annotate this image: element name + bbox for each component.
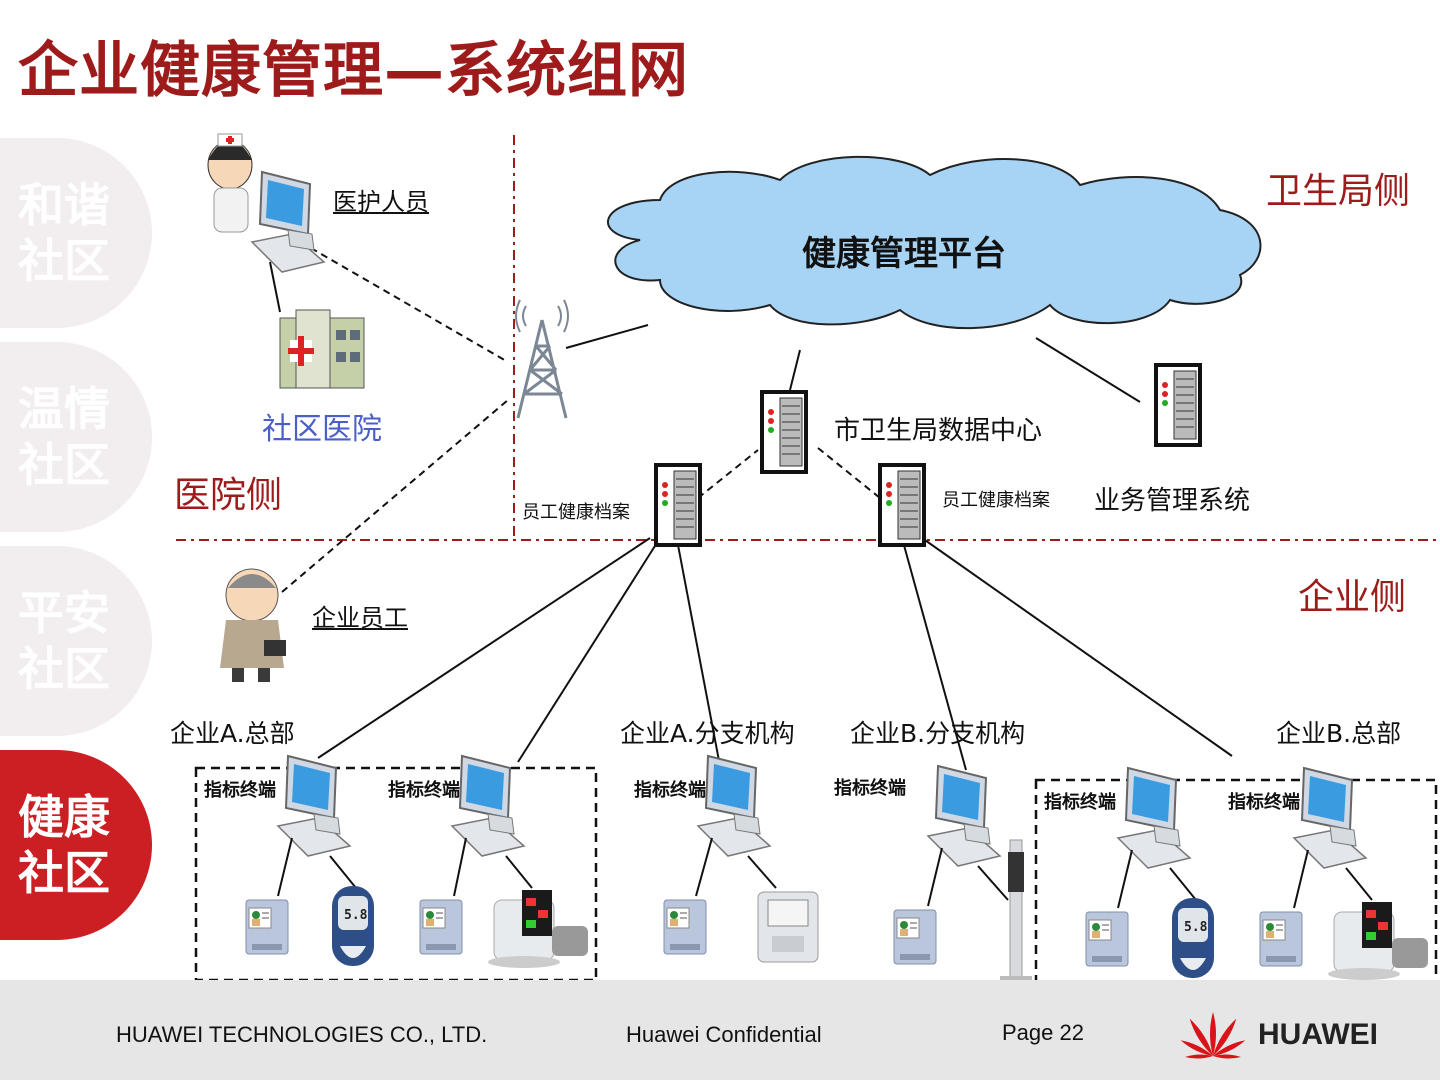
tab-label-line2: 社区 [18, 438, 110, 492]
footer-bar [0, 980, 1440, 1080]
height-scale-icon [1000, 839, 1032, 991]
tab-label-line2: 社区 [18, 846, 110, 900]
tab-label-line2: 社区 [18, 234, 110, 288]
site-a-branch-label: 企业A.分支机构 [620, 719, 795, 748]
site-b-branch-label: 企业B.分支机构 [850, 719, 1026, 748]
tab-label-line1: 和谐 [18, 178, 110, 232]
enterprise-side-label: 企业侧 [1298, 577, 1407, 618]
health-record-label-left: 员工健康档案 [522, 502, 630, 523]
terminal-label: 指标终端 [834, 778, 906, 799]
business-system-label: 业务管理系统 [1094, 486, 1251, 516]
id-card-reader-icon [419, 899, 463, 955]
data-center-server-icon [760, 390, 808, 474]
footer-page-number: Page 22 [1002, 1020, 1084, 1045]
terminal-label: 指标终端 [204, 780, 276, 801]
terminal-label: 指标终端 [634, 780, 706, 801]
terminal-computer-icon [927, 765, 1001, 867]
footer-confidential: Huawei Confidential [626, 1022, 822, 1047]
footer-company: HUAWEI TECHNOLOGIES CO., LTD. [116, 1022, 488, 1047]
terminal-label: 指标终端 [1044, 792, 1116, 813]
id-card-reader-icon [1085, 911, 1129, 967]
tab-harmony-community[interactable]: 和谐 社区 [0, 138, 152, 328]
hospital-side-label: 医院侧 [174, 475, 283, 516]
antenna-tower-icon [515, 299, 569, 419]
health-record-server-right-icon [878, 463, 926, 547]
business-system-server-icon [1154, 363, 1202, 447]
id-card-reader-icon [893, 909, 937, 965]
huawei-logo-icon [1180, 1012, 1246, 1059]
id-card-reader-icon [663, 899, 707, 955]
tab-label-line1: 健康 [18, 790, 110, 844]
id-card-reader-icon [245, 899, 289, 955]
employee-label: 企业员工 [312, 604, 408, 632]
hospital-building-icon [279, 309, 365, 389]
health-record-server-left-icon [654, 463, 702, 547]
platform-label: 健康管理平台 [802, 234, 1006, 274]
huawei-brand-text: HUAWEI [1258, 1018, 1378, 1051]
community-hospital-label: 社区医院 [262, 412, 382, 447]
terminal-label: 指标终端 [1228, 792, 1300, 813]
terminal-computer-icon [277, 755, 351, 857]
terminal-computer-icon [451, 755, 525, 857]
tab-label-line2: 社区 [18, 642, 110, 696]
tab-health-community[interactable]: 健康 社区 [0, 750, 152, 940]
tab-warm-community[interactable]: 温情 社区 [0, 342, 152, 532]
site-a-hq-label: 企业A.总部 [170, 719, 295, 748]
vital-signs-monitor-icon [1327, 901, 1429, 981]
nurse-icon [207, 133, 253, 233]
staff-computer-icon [251, 171, 325, 273]
glucose-meter-icon [332, 886, 374, 966]
terminal-label: 指标终端 [388, 780, 460, 801]
health-record-label-right: 员工健康档案 [942, 490, 1050, 511]
tab-safe-community[interactable]: 平安 社区 [0, 546, 152, 736]
glucose-meter-icon [1172, 898, 1214, 978]
tab-label-line1: 温情 [18, 382, 110, 436]
tab-label-line1: 平安 [18, 586, 110, 640]
medical-staff-label: 医护人员 [333, 188, 429, 216]
health-bureau-side-label: 卫生局侧 [1266, 171, 1411, 212]
data-center-label: 市卫生局数据中心 [834, 416, 1043, 446]
page-title: 企业健康管理—系统组网 [18, 36, 689, 106]
terminal-computer-icon [697, 755, 771, 857]
site-b-hq-label: 企业B.总部 [1276, 719, 1402, 748]
terminal-computer-icon [1117, 767, 1191, 869]
id-card-reader-icon [1259, 911, 1303, 967]
blood-pressure-device-icon [757, 891, 819, 963]
employee-icon [220, 568, 286, 682]
terminal-computer-icon [1293, 767, 1367, 869]
vital-signs-monitor-icon [487, 889, 589, 969]
